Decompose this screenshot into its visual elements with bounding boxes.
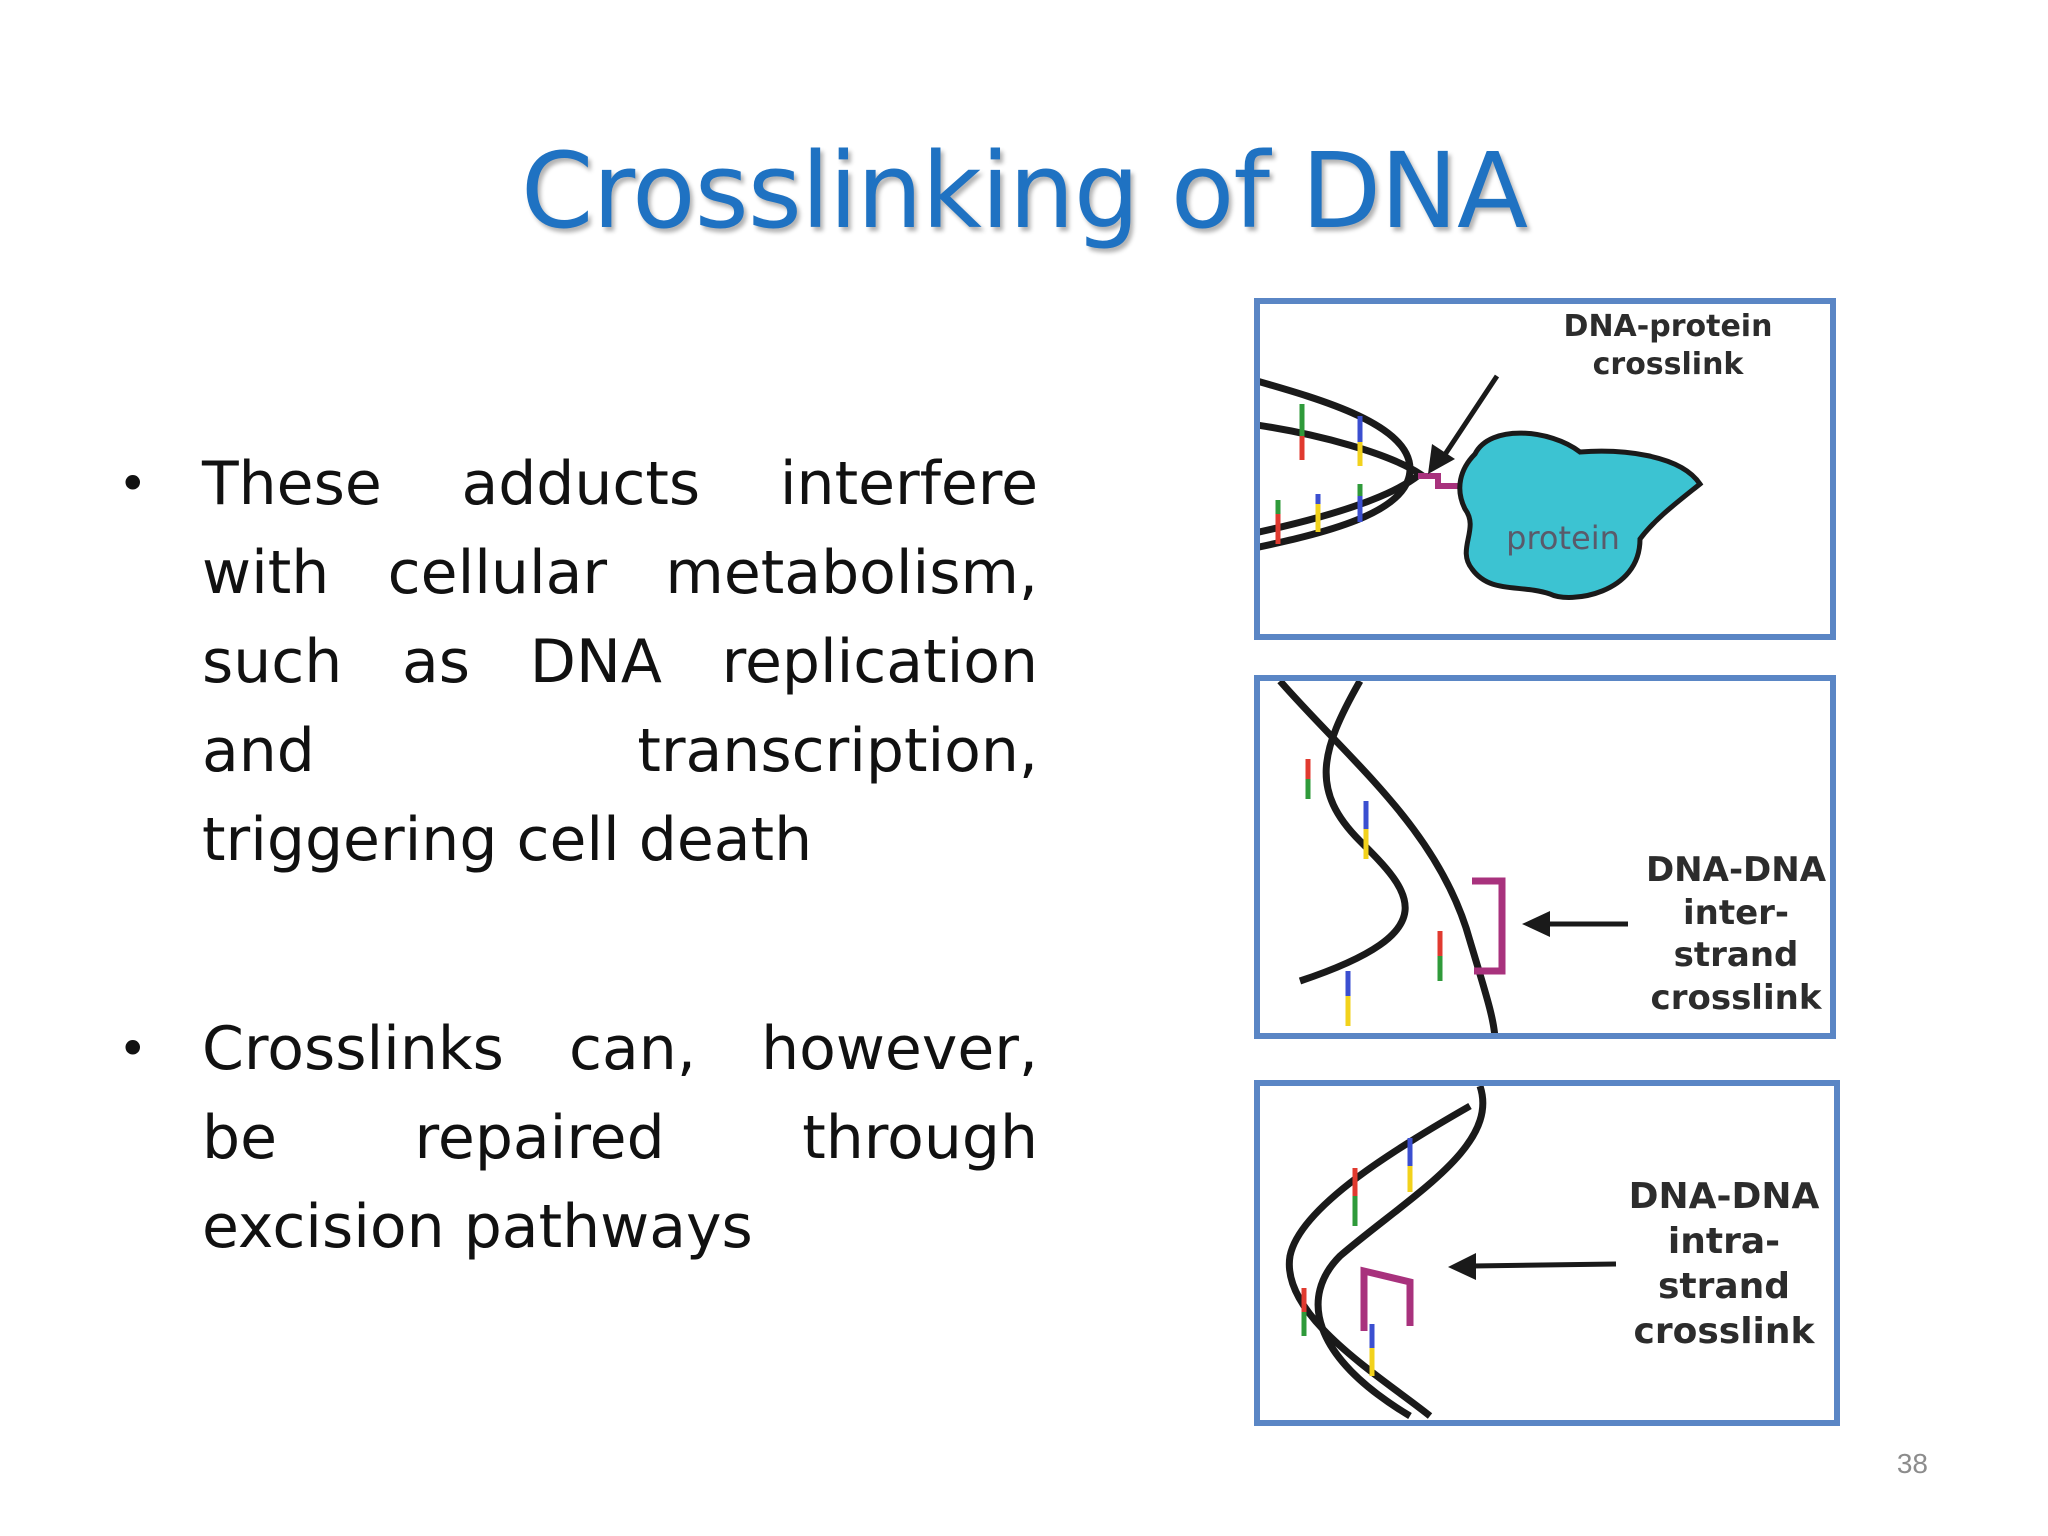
protein-label: protein xyxy=(1506,519,1620,557)
bullet-dot-icon: • xyxy=(118,455,148,513)
bullet-item: • These adducts interfere with cellular … xyxy=(118,440,1038,885)
label-line: DNA-protein xyxy=(1563,309,1773,344)
intra-strand-crosslink-figure: DNA-DNA intra-strand crosslink xyxy=(1254,1080,1840,1426)
bullet-dot-icon: • xyxy=(118,1020,148,1078)
dna-protein-diagram xyxy=(1260,374,1704,600)
page-number: 38 xyxy=(1896,1448,1928,1479)
label-line: DNA-DNA xyxy=(1645,850,1827,890)
label-line: crosslink xyxy=(1650,977,1822,1018)
inter-strand-diagram xyxy=(1277,681,1628,1033)
label-line: inter-strand xyxy=(1673,892,1799,976)
bullet-text: These adducts interfere with cellular me… xyxy=(202,449,1038,875)
inter-strand-crosslink-figure: DNA-DNA inter-strand crosslink xyxy=(1254,675,1836,1039)
bullet-list: • These adducts interfere with cellular … xyxy=(118,440,1038,1272)
label-line: crosslink xyxy=(1592,346,1744,382)
bullet-text: Crosslinks can, however, be repaired thr… xyxy=(202,1014,1038,1262)
slide-title: Crosslinking of DNA xyxy=(520,130,1528,252)
inter-strand-label: DNA-DNA inter-strand crosslink xyxy=(1636,849,1830,1019)
label-line: intra-strand xyxy=(1657,1221,1791,1307)
bullet-item: • Crosslinks can, however, be repaired t… xyxy=(118,1005,1038,1272)
label-line: crosslink xyxy=(1633,1311,1815,1352)
intra-strand-label: DNA-DNA intra-strand crosslink xyxy=(1616,1174,1832,1354)
dna-protein-crosslink-figure: DNA-protein crosslink protein xyxy=(1254,298,1836,640)
label-line: DNA-DNA xyxy=(1628,1176,1820,1217)
dna-protein-label: DNA-protein crosslink xyxy=(1518,308,1818,383)
intra-strand-diagram xyxy=(1285,1086,1617,1420)
